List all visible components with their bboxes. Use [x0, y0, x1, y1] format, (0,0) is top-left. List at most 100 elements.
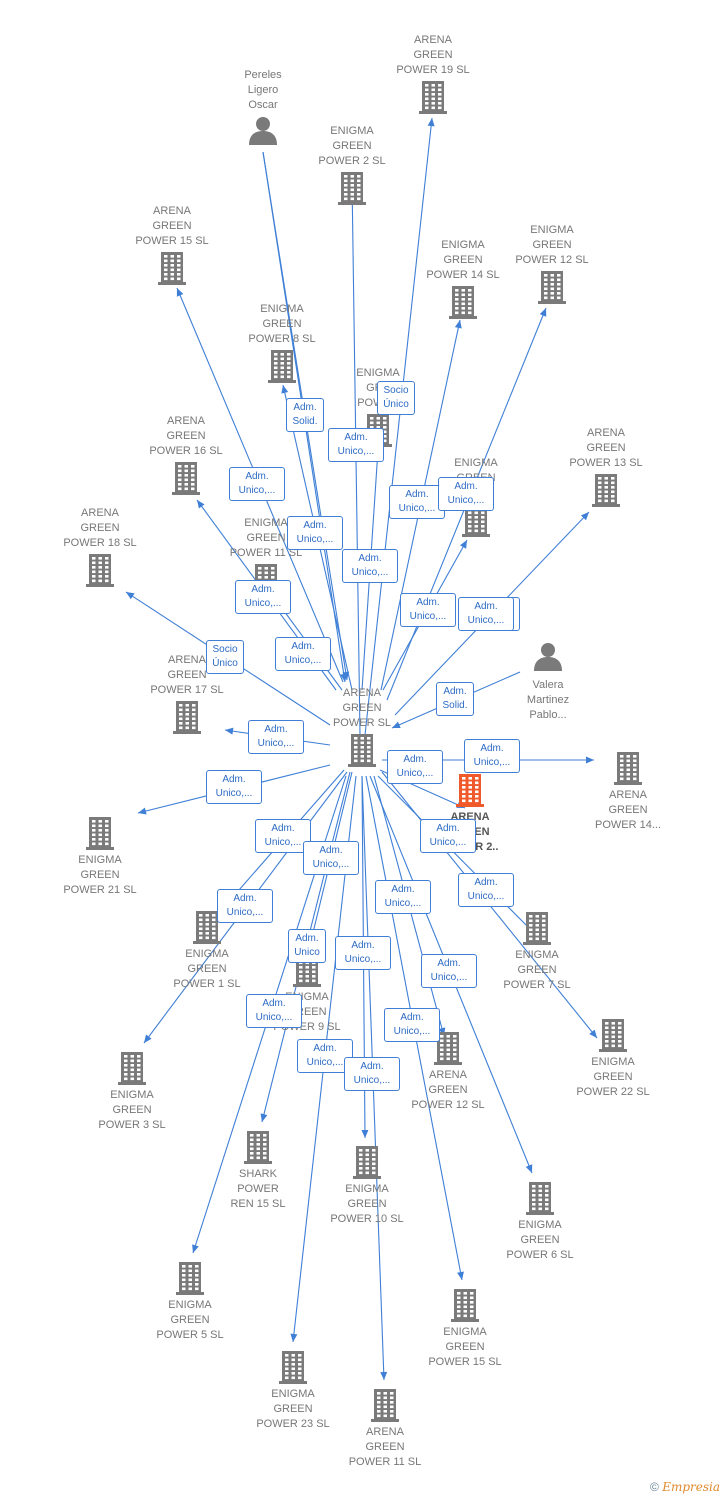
relation-tag[interactable]: Adm. Unico,...: [206, 770, 262, 804]
relation-tag[interactable]: Socio Único: [377, 381, 415, 415]
relation-tag[interactable]: Adm. Unico,...: [420, 819, 476, 853]
building-icon: [176, 1262, 204, 1295]
building-icon: [419, 81, 447, 114]
building-icon: [158, 252, 186, 285]
relation-tag[interactable]: Adm. Unico,...: [287, 516, 343, 550]
node-a12[interactable]: [433, 1031, 463, 1070]
arrowhead: [176, 288, 184, 297]
node-p2[interactable]: [533, 641, 563, 676]
node-a15[interactable]: [157, 251, 187, 290]
node-e2[interactable]: [337, 171, 367, 210]
relation-tag[interactable]: Adm. Unico,...: [246, 994, 302, 1028]
building-icon: [279, 1351, 307, 1384]
copyright-symbol: ©: [650, 1480, 659, 1494]
node-a17[interactable]: [172, 700, 202, 739]
node-e5[interactable]: [175, 1261, 205, 1300]
node-a19[interactable]: [418, 80, 448, 119]
node-label: Valera Martinez Pablo...: [526, 679, 570, 721]
relation-tag[interactable]: Adm. Solid.: [436, 682, 474, 716]
relation-tag[interactable]: Adm. Unico,...: [229, 467, 285, 501]
relation-tag[interactable]: Adm. Unico,...: [387, 750, 443, 784]
relation-tag[interactable]: Adm. Unico,...: [438, 477, 494, 511]
node-label: ARENA GREEN POWER 16 SL: [149, 415, 223, 457]
relation-tag[interactable]: Adm. Unico: [288, 929, 326, 963]
node-label: ENIGMA GREEN POWER 3 SL: [98, 1089, 166, 1131]
relation-tag[interactable]: Adm. Unico,...: [328, 428, 384, 462]
node-a14[interactable]: [448, 285, 478, 324]
node-label: ARENA GREEN POWER 19 SL: [396, 34, 470, 76]
relation-tag[interactable]: Adm. Unico,...: [421, 954, 477, 988]
relation-tag[interactable]: Adm. Unico,...: [389, 485, 445, 519]
building-icon: [434, 1032, 462, 1065]
arrowhead: [281, 385, 289, 394]
node-a13[interactable]: [591, 473, 621, 512]
arrowhead: [460, 540, 467, 549]
node-eng[interactable]: [461, 503, 491, 542]
node-e10[interactable]: [352, 1145, 382, 1184]
node-a14b[interactable]: [613, 751, 643, 790]
node-e15[interactable]: [450, 1288, 480, 1327]
arrowhead: [392, 721, 401, 728]
relation-tag[interactable]: Adm. Unico,...: [275, 637, 331, 671]
node-c[interactable]: [347, 733, 377, 772]
arrowhead: [457, 1271, 464, 1280]
node-label: ENIGMA GREEN POWER 10 SL: [330, 1183, 404, 1225]
node-label: ENIGMA GREEN POWER 15 SL: [428, 1326, 502, 1368]
relation-tag[interactable]: Adm. Solid.: [286, 398, 324, 432]
relation-tag[interactable]: Adm. Unico,...: [458, 873, 514, 907]
building-icon: [614, 752, 642, 785]
node-e7[interactable]: [522, 911, 552, 950]
relation-tag[interactable]: Adm. Unico,...: [400, 593, 456, 627]
node-label: ARENA GREEN POWER 12 SL: [411, 1069, 485, 1111]
building-icon: [523, 912, 551, 945]
relation-tag[interactable]: Adm. Unico,...: [217, 889, 273, 923]
node-a11[interactable]: [370, 1388, 400, 1427]
relation-tag[interactable]: Adm. Unico,...: [344, 1057, 400, 1091]
building-icon: [526, 1182, 554, 1215]
building-icon: [451, 1289, 479, 1322]
arrowhead: [380, 1371, 388, 1380]
node-e3[interactable]: [117, 1051, 147, 1090]
building-icon: [449, 286, 477, 319]
arrowhead: [454, 320, 462, 329]
node-label: ENIGMA GREEN POWER 6 SL: [506, 1219, 574, 1261]
building-icon: [86, 817, 114, 850]
node-label: Pereles Ligero Oscar: [244, 69, 282, 111]
relation-tag[interactable]: Adm. Unico,...: [255, 819, 311, 853]
relation-tag[interactable]: Adm. Unico,...: [248, 720, 304, 754]
relation-tag[interactable]: Adm. Unico,...: [297, 1039, 353, 1073]
relation-tag[interactable]: Adm. Unico,...: [464, 739, 520, 773]
node-e23[interactable]: [278, 1350, 308, 1389]
relation-tag[interactable]: Adm. Unico,...: [375, 880, 431, 914]
person-icon: [249, 117, 277, 145]
arrowhead: [340, 673, 348, 682]
node-a18[interactable]: [85, 553, 115, 592]
arrowhead: [197, 500, 205, 509]
building-icon: [86, 554, 114, 587]
node-s15[interactable]: [243, 1130, 273, 1169]
copyright: © Empresia: [650, 1480, 720, 1494]
relation-tag[interactable]: Socio Único: [206, 640, 244, 674]
node-e6[interactable]: [525, 1181, 555, 1220]
relation-tag[interactable]: Adm. Unico,...: [384, 1008, 440, 1042]
building-icon: [371, 1389, 399, 1422]
relation-tag[interactable]: Adm. Unico,...: [235, 580, 291, 614]
node-a16[interactable]: [171, 461, 201, 500]
relation-tag[interactable]: Adm. Unico,...: [303, 841, 359, 875]
node-label: ARENA GREEN POWER 11 SL: [348, 1426, 422, 1468]
arrowhead: [361, 1129, 369, 1138]
building-icon: [268, 350, 296, 383]
node-e21[interactable]: [85, 816, 115, 855]
node-root[interactable]: [455, 773, 485, 812]
node-e8[interactable]: [267, 349, 297, 388]
edge-c-e7: [377, 775, 537, 936]
building-icon: [118, 1052, 146, 1085]
relation-tag[interactable]: Adm. Unico,...: [335, 936, 391, 970]
node-e1[interactable]: [192, 910, 222, 949]
node-e22[interactable]: [598, 1018, 628, 1057]
node-p1[interactable]: [248, 115, 278, 150]
relation-tag[interactable]: Adm. Unico,...: [342, 549, 398, 583]
relation-tag[interactable]: Adm. Unico,...: [458, 597, 514, 631]
node-e12[interactable]: [537, 270, 567, 309]
node-label: ENIGMA GREEN POWER 1 SL: [173, 948, 241, 990]
